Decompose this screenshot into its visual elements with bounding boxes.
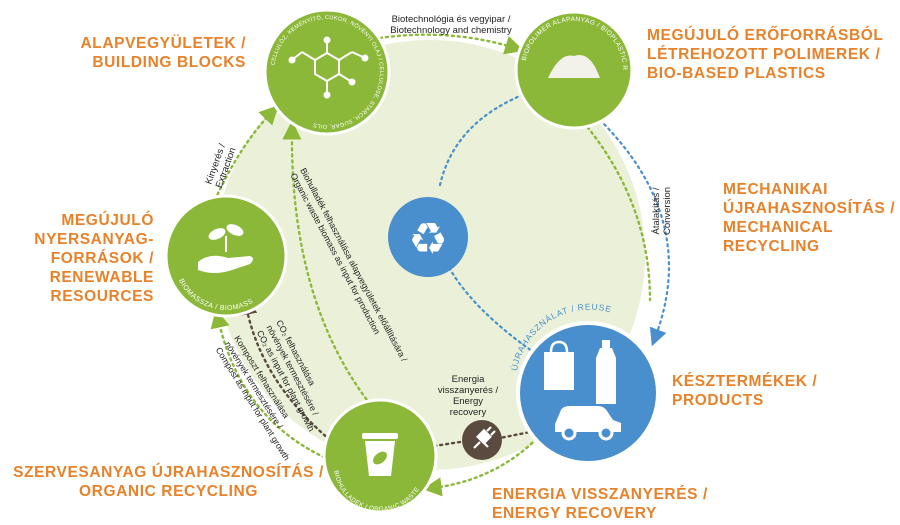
conversion-caption-text: Átalakítás / Conversion	[651, 186, 673, 236]
organic-waste-node: BIOHULLADÉK / ORGANIC WASTE	[322, 398, 438, 514]
green-cycle-arrows	[210, 33, 652, 497]
resin-pile-icon	[548, 54, 600, 78]
biotech-caption: Biotechnológia és vegyipar / Biotechnolo…	[390, 14, 512, 36]
bioplastics-label: MEGÚJULÓ ERŐFORRÁSBÓL LÉTREHOZOTT POLIME…	[647, 27, 884, 82]
hand-sprout-icon	[198, 224, 253, 273]
bottle-icon	[596, 340, 616, 404]
plug-icon	[473, 426, 496, 449]
building-blocks-node: CELLULÓZ, KEMÉNYÍTŐ, CUKOR, NÖVÉNYI OLAJ…	[263, 8, 391, 136]
products-node: ÚJRAHASZNÁLAT / REUSE	[509, 302, 660, 465]
organic-recycling-label: SZERVESANYAG ÚJRAHASZNOSÍTÁS / ORGANIC R…	[13, 464, 324, 500]
renewable-resources-label: MEGÚJULÓ NYERSANYAG- FORRÁSOK / RENEWABL…	[34, 212, 154, 305]
shopping-bag-icon	[544, 340, 574, 390]
molecule-icon	[288, 36, 369, 99]
energy-small-caption: Energia visszanyerés / Energy recovery	[437, 374, 499, 418]
car-icon	[555, 406, 621, 441]
products-label: KÉSZTERMÉKEK / PRODUCTS	[672, 373, 818, 409]
bin-leaf-icon	[362, 433, 398, 476]
renewable-resources-node: BIOMASSZA / BIOMASS	[164, 194, 288, 318]
building-blocks-label: ALAPVEGYÜLETEK / BUILDING BLOCKS	[80, 35, 246, 71]
blue-cycle-arrows	[438, 86, 671, 362]
mechanical-recycling-label: MECHANIKAI ÚJRAHASZNOSÍTÁS / MECHANICAL …	[723, 181, 896, 255]
energy-recovery-node	[462, 420, 502, 460]
recycle-icon: ♻	[408, 214, 447, 265]
energy-recovery-label: ENERGIA VISSZANYERÉS / ENERGY RECOVERY	[492, 486, 708, 522]
recycle-center: ♻	[388, 197, 468, 277]
